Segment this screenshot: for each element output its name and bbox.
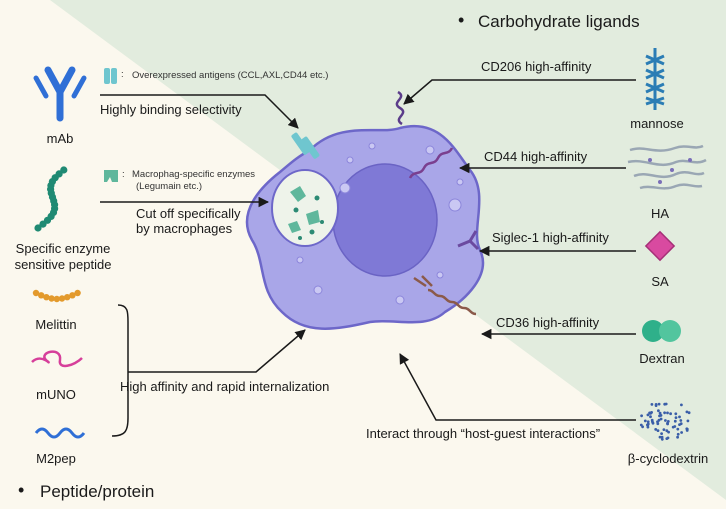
vesicles bbox=[296, 142, 464, 305]
enzyme-legend-line1: Macrophag-specific enzymes bbox=[132, 169, 256, 180]
host-guest-label: Interact through “host-guest interaction… bbox=[366, 426, 601, 441]
carbohydrate-section-title: Carbohydrate ligands bbox=[478, 12, 640, 31]
mannose-icon bbox=[645, 48, 665, 110]
peptide-chain-icon bbox=[34, 166, 68, 232]
enzyme-legend-line2: (Legumain etc.) bbox=[136, 181, 203, 192]
antigen-legend-text: Overexpressed antigens (CCL,AXL,CD44 etc… bbox=[132, 70, 329, 81]
antigen-receptor bbox=[291, 132, 320, 159]
dextran-icon bbox=[642, 320, 681, 342]
antibody-icon bbox=[33, 66, 87, 122]
antigen-legend-icon bbox=[104, 68, 117, 84]
melittin-icon bbox=[32, 289, 81, 303]
cd36-receptor bbox=[427, 288, 477, 316]
antigen-legend-colon: : bbox=[121, 69, 124, 80]
arrow-mab bbox=[100, 94, 299, 129]
muno-icon bbox=[31, 350, 83, 368]
cd36-label: CD36 high-affinity bbox=[496, 315, 600, 330]
ha-label: HA bbox=[650, 206, 670, 221]
peptide-label-line2: sensitive peptide bbox=[14, 257, 112, 272]
cd44-label: CD44 high-affinity bbox=[484, 149, 588, 164]
arrow-group bbox=[128, 329, 306, 373]
arrow-mannose bbox=[403, 79, 636, 105]
mab-label: mAb bbox=[46, 131, 74, 146]
group-bracket bbox=[111, 304, 129, 437]
m2pep-icon bbox=[34, 427, 86, 439]
group-arrow-label: High affinity and rapid internalization bbox=[120, 379, 330, 394]
ha-dots bbox=[648, 158, 692, 184]
siglec-label: Siglec-1 high-affinity bbox=[492, 230, 609, 245]
enzyme-legend-icon bbox=[104, 170, 118, 182]
arrow-cyclodextrin bbox=[399, 353, 636, 421]
peptide-arrow-label-line2: by macrophages bbox=[136, 221, 233, 236]
nucleus bbox=[332, 163, 438, 277]
cd206-label: CD206 high-affinity bbox=[481, 59, 592, 74]
m2pep-label: M2pep bbox=[36, 451, 76, 466]
peptide-bullet: • bbox=[18, 480, 25, 500]
siglec-receptor bbox=[457, 230, 480, 251]
ha-icon bbox=[627, 144, 707, 190]
peptide-label-line1: Specific enzyme bbox=[15, 241, 111, 256]
cyclodextrin-icon bbox=[639, 402, 691, 441]
sa-label: SA bbox=[651, 274, 669, 289]
macrophage-cell bbox=[245, 90, 485, 330]
cyclodextrin-label: β-cyclodextrin bbox=[627, 451, 709, 466]
melittin-label: Melittin bbox=[35, 317, 77, 332]
arrows bbox=[100, 79, 636, 437]
dextran-label: Dextran bbox=[639, 351, 685, 366]
mannose-label: mannose bbox=[630, 116, 684, 131]
peptide-section-title: Peptide/protein bbox=[40, 482, 155, 501]
enzyme-legend-colon: : bbox=[122, 169, 125, 180]
sa-icon bbox=[644, 230, 676, 262]
mab-arrow-label: Highly binding selectivity bbox=[100, 102, 242, 117]
cd44-receptor bbox=[408, 147, 454, 179]
cd206-receptor bbox=[395, 90, 405, 126]
muno-label: mUNO bbox=[36, 387, 76, 402]
carbohydrate-bullet: • bbox=[458, 10, 465, 30]
peptide-arrow-label-line1: Cut off specifically bbox=[136, 206, 241, 221]
lysosome bbox=[271, 169, 339, 247]
